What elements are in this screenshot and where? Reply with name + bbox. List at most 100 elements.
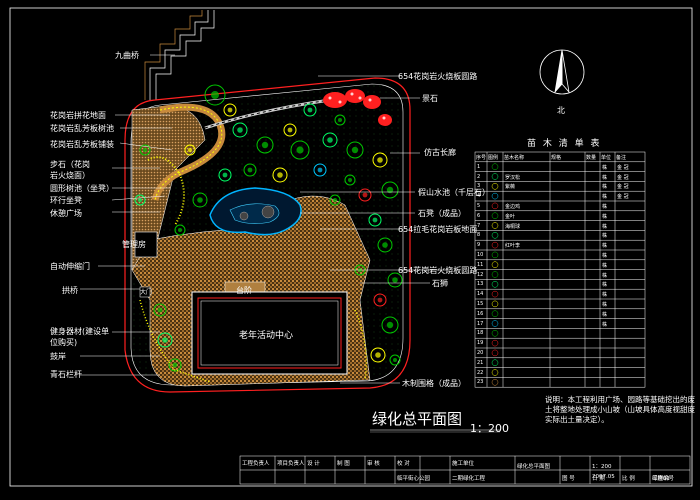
tree-symbol [168,358,182,372]
table-cell-unit: 株 [602,164,608,171]
label-fitness-1: 健身器材(建设单 [50,327,110,336]
table-cell-no: 22 [477,369,484,376]
table-cell-no: 1 [477,163,481,170]
table-header-cell: 序号 [476,155,487,161]
table-cell-no: 8 [477,232,481,239]
label-activity-center: 老年活动中心 [239,331,294,341]
legend-symbol [491,163,499,170]
tree-center [277,172,283,178]
table-cell-no: 7 [477,222,481,229]
table-header-cell: 数量 [586,155,597,161]
title-block [239,455,691,485]
label-ring-bench: 环行坐凳 [50,196,82,205]
tree-center [317,167,323,173]
leader-lines-left [80,54,175,376]
tree-center [157,307,163,313]
table-cell-unit: 株 [602,233,608,240]
tree-center [237,127,243,133]
plant-list-table [474,151,646,388]
tree-symbol [368,213,382,227]
table-cell-note: 金 冠 [617,164,629,171]
tree-center [307,107,313,113]
elderly-activity-center [191,291,348,375]
legend-symbol [491,212,499,219]
legend-symbol [491,271,499,278]
table-cell-unit: 株 [602,321,608,328]
label-gate: 大门 [140,289,153,296]
tree-symbol [192,192,208,208]
tree-symbol [381,316,399,334]
tree-center [386,321,394,329]
tree-center [327,137,333,143]
label-stepping-stones-1: 步石（花岗 [50,160,90,169]
table-cell-name: 紫薇 [505,184,516,191]
legend-symbol [491,290,499,298]
legend-symbol [491,281,499,288]
tree-center [222,172,228,178]
label-corridor: 仿古长廊 [424,148,456,157]
table-cell-unit: 株 [602,213,608,220]
tree-symbol [157,332,173,348]
tree-center [377,297,383,303]
title-block-label: 施工单位 [452,461,475,467]
legend-symbol [491,330,499,337]
tree-center [333,198,337,202]
tree-center [392,277,398,283]
tree-symbol [223,103,237,117]
label-landscape-stone: 景石 [422,94,438,103]
legend-symbol [491,251,499,259]
tree-symbol [272,167,288,183]
legend-symbol [491,349,499,357]
tree-symbol [334,114,346,126]
label-zigzag-bridge: 九曲桥 [115,51,139,60]
tree-symbol [290,140,310,160]
label-round-tree-pool: 圆形树池（坐凳） [50,184,114,193]
legend-symbol [491,261,499,268]
tree-center [143,148,147,152]
tree-center [178,228,182,232]
label-stone-lion: 石狮 [432,279,448,288]
table-header-cell: 图例 [488,155,499,161]
table-header-cell: 苗木名称 [504,155,525,161]
tree-center [211,91,219,99]
label-granite-paving: 花岗岩乱芳板铺装 [50,140,114,149]
title-block-label: 校 对 [397,461,410,467]
title-block-subproject: 二期绿化工程 [452,476,486,482]
table-cell-note: 金 冠 [617,184,629,191]
gate [139,286,151,298]
table-cell-no: 3 [477,183,481,190]
title-block-label: 审 核 [367,461,380,467]
legend-symbol [491,300,499,308]
tree-center [138,198,142,202]
table-cell-no: 9 [477,242,481,249]
tree-center [287,127,293,133]
table-cell-unit: 株 [602,174,608,181]
legend-symbol [491,202,499,210]
table-cell-no: 5 [477,203,481,209]
table-cell-unit: 株 [602,262,608,269]
table-cell-unit: 株 [602,272,608,279]
plant-table-title: 苗 木 清 单 表 [527,139,602,149]
title-block-label: 制 图 [337,461,350,467]
label-rest-plaza: 休憩广场 [50,209,82,218]
table-cell-unit: 株 [602,253,608,259]
tree-symbol [370,347,386,363]
table-cell-unit: 株 [602,204,608,210]
title-block-drawing: 绿化总平面图 [517,464,551,470]
tree-symbol [303,103,317,117]
table-cell-no: 14 [477,291,484,298]
table-cell-no: 20 [477,350,484,356]
label-fire-granite-path-1: 654花岗岩火烧板圆路 [398,72,478,81]
table-cell-no: 16 [477,310,484,317]
table-cell-note: 金 冠 [617,194,629,201]
legend-symbol [491,173,499,180]
leader-lines-right [300,75,450,384]
table-cell-name: 金叶 [505,213,516,220]
tree-symbol [387,272,403,288]
label-fire-granite-path-2: 654花岗岩火烧板圆路 [398,266,478,275]
tree-symbol [313,163,327,177]
tree-symbol [322,132,338,148]
label-stepping-stones-2: 岩火烧面） [50,171,90,180]
label-fitness-2: 位购买) [50,338,78,347]
table-cell-unit: 株 [602,194,608,201]
